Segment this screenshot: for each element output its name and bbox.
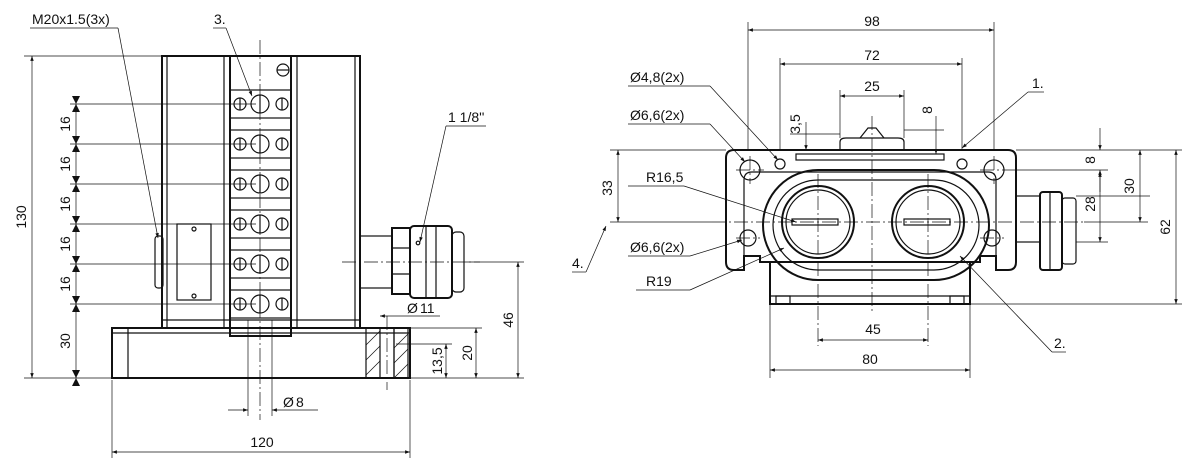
pin-dia-symbol: Ø — [283, 394, 294, 410]
right-lower-label: 28 — [1082, 196, 1098, 212]
lid-slot — [795, 153, 945, 161]
flange-outline — [725, 149, 1017, 271]
pin-dia-label: 8 — [296, 394, 304, 410]
large-hole-bottom-callout: Ø6,6(2x) — [630, 239, 684, 255]
radius-outer-callout: R19 — [646, 273, 672, 289]
bottom-inner-label: 45 — [865, 321, 881, 337]
base-hole-section — [365, 327, 409, 379]
hole-spacing-label: 72 — [864, 47, 880, 63]
small-hole-callout: Ø4,8(2x) — [630, 69, 684, 85]
gland-height-label: 46 — [500, 312, 516, 328]
hole-depth-label: 20 — [459, 345, 475, 361]
slot-offset-label: 8 — [919, 106, 935, 114]
pitch-label-1: 16 — [57, 116, 73, 132]
housing-body — [161, 55, 361, 329]
small-hole-l — [774, 158, 786, 170]
terminal-screws — [233, 94, 289, 314]
pitch-label-5: 16 — [57, 276, 73, 292]
lower-body — [769, 261, 971, 305]
hole-dia-label: 11 — [420, 300, 435, 316]
pitch-extension-lines — [24, 55, 256, 379]
cable-entry-left — [176, 223, 212, 301]
overall-width-label: 120 — [250, 434, 274, 450]
slot-width-label: 25 — [864, 78, 880, 94]
height-left-label: 33 — [599, 180, 615, 196]
ref-1-callout: 1. — [1032, 75, 1044, 91]
pitch-label-3: 16 — [57, 196, 73, 212]
right-mid-label: 30 — [1121, 178, 1137, 194]
top-offset-label: 3,5 — [787, 114, 803, 134]
base-height-label: 30 — [57, 333, 73, 349]
side-view: 16 16 16 16 16 30 130 120 Ø 8 Ø 11 13,5 … — [13, 11, 524, 458]
ref-gland-callout: 1 1/8'' — [448, 109, 484, 125]
right-overall-label: 62 — [1157, 219, 1173, 235]
counterbore-depth-label: 13,5 — [429, 347, 445, 374]
ref-4-callout: 4. — [572, 255, 584, 271]
large-hole-top-callout: Ø6,6(2x) — [630, 107, 684, 123]
front-view: 98 72 25 8 3,5 Ø4,8(2x) Ø6,6(2x) R16,5 Ø… — [572, 13, 1182, 378]
pitch-label-2: 16 — [57, 156, 73, 172]
pitch-label-4: 16 — [57, 236, 73, 252]
overall-height-label: 130 — [13, 205, 29, 229]
ref-2-callout: 2. — [1054, 335, 1066, 351]
small-hole-r — [956, 158, 968, 170]
terminal-blocks — [229, 89, 292, 319]
ref-terminal-callout: 3. — [214, 11, 226, 27]
thread-callout: M20x1.5(3x) — [32, 11, 110, 27]
right-top-label: 8 — [1082, 156, 1098, 164]
radius-inner-callout: R16,5 — [646, 169, 684, 185]
hole-dia-symbol: Ø — [407, 300, 418, 316]
front-gland — [1015, 191, 1077, 271]
cover-outer — [762, 169, 990, 281]
front-overall-width: 98 — [864, 13, 880, 29]
bottom-outer-label: 80 — [862, 351, 878, 367]
